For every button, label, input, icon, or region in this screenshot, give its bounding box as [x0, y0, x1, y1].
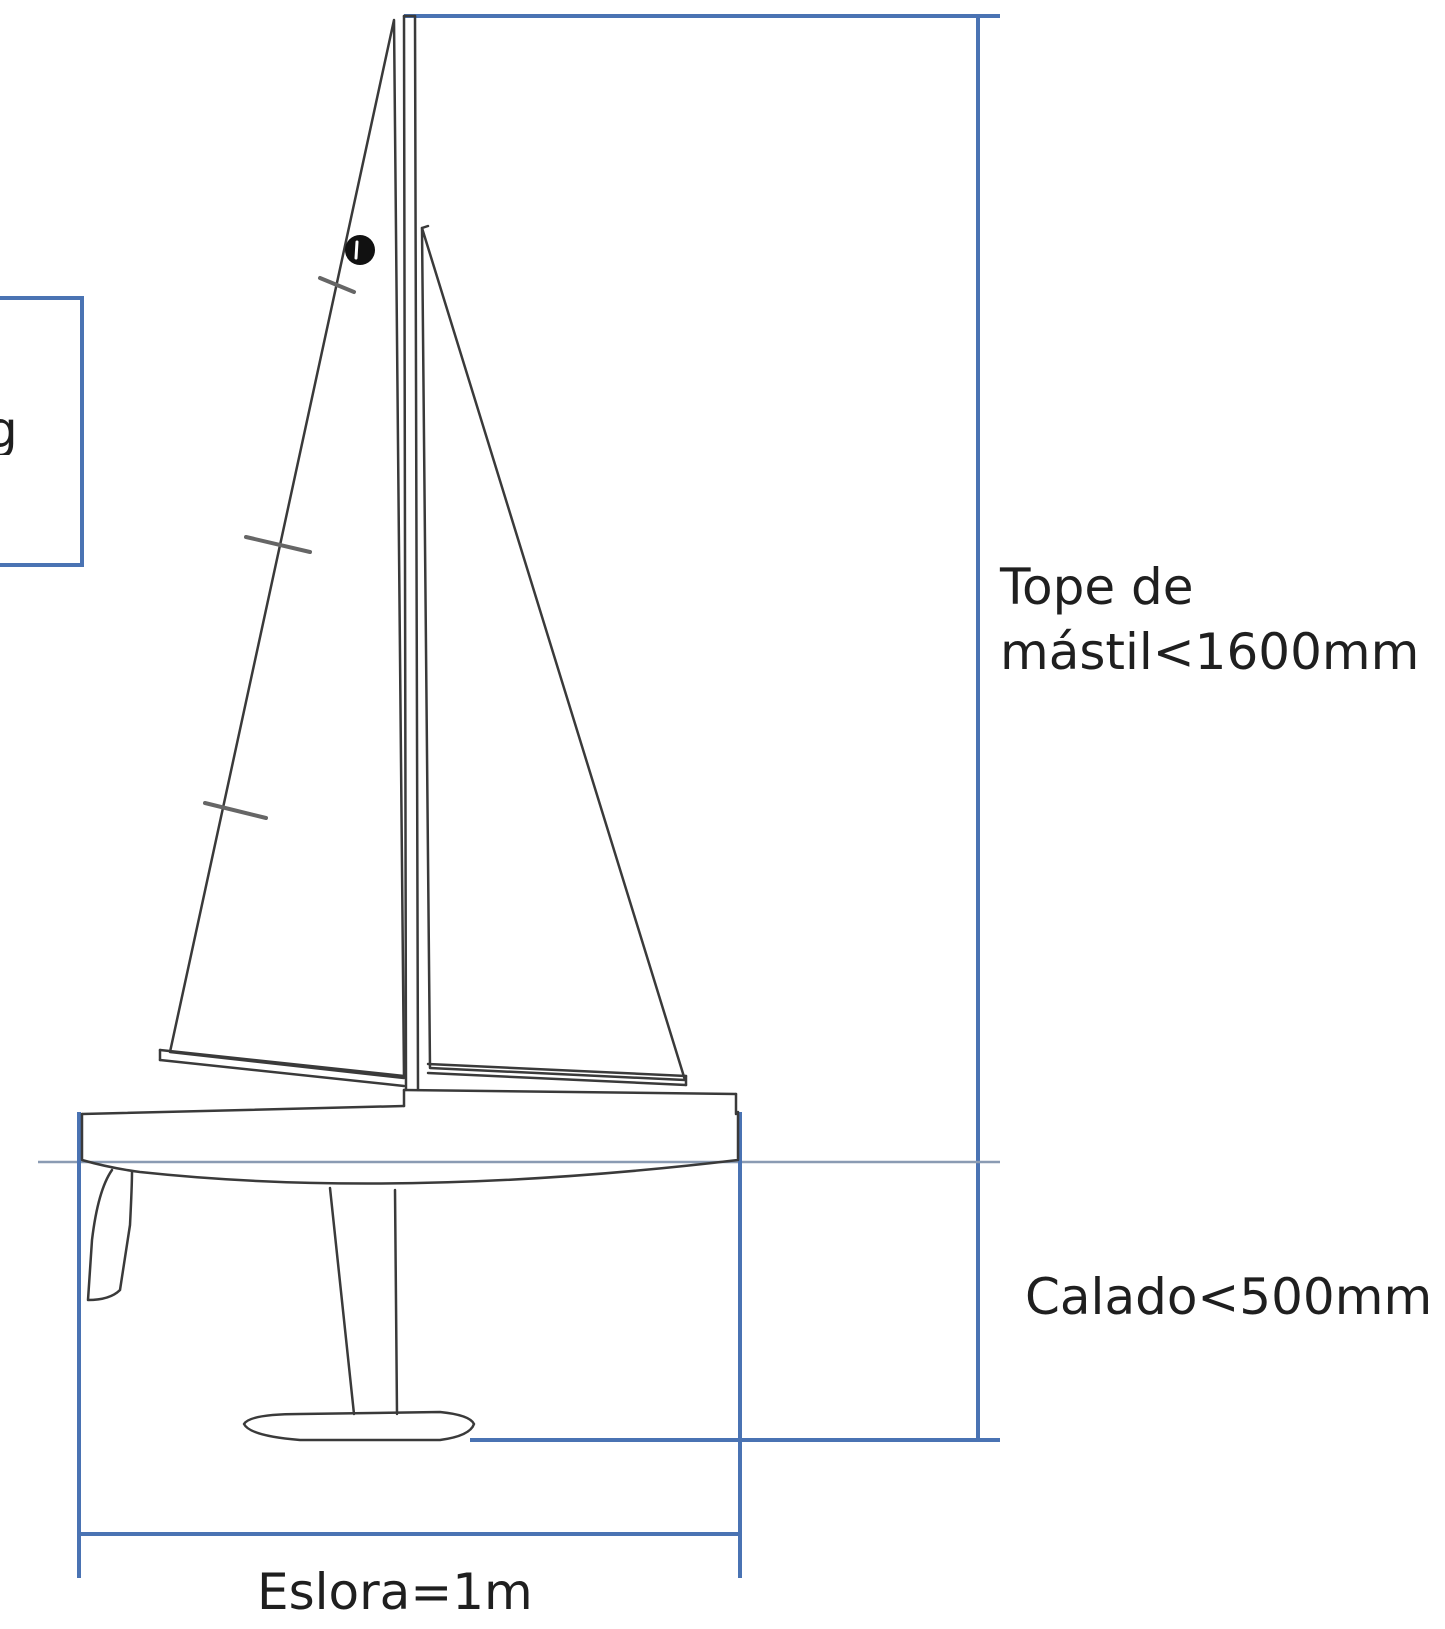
- sail-number-marker: [345, 235, 375, 265]
- mast-height-label-line2: mástil<1600mm: [1000, 623, 1420, 681]
- mast-height-label: Tope de mástil<1600mm: [1000, 555, 1419, 685]
- cropped-note-box: [0, 296, 84, 567]
- keel-bulb: [242, 1410, 476, 1442]
- dimension-lines: [38, 14, 1000, 1578]
- mainsail: [168, 18, 406, 1080]
- jib-boom: [426, 1062, 688, 1087]
- length-label: Eslora=1m: [257, 1563, 533, 1621]
- sail-battens: [203, 276, 356, 820]
- rudder: [86, 1168, 134, 1302]
- mast-height-label-line1: Tope de: [1000, 558, 1194, 616]
- deck: [80, 1088, 738, 1116]
- draft-label: Calado<500mm: [1025, 1268, 1433, 1326]
- cropped-note-text: g: [0, 405, 18, 455]
- sailboat: [80, 14, 740, 1442]
- mast: [402, 14, 420, 1092]
- hull: [80, 1110, 740, 1185]
- keel-fin: [328, 1186, 399, 1416]
- jib: [420, 226, 687, 1082]
- main-boom: [158, 1048, 406, 1088]
